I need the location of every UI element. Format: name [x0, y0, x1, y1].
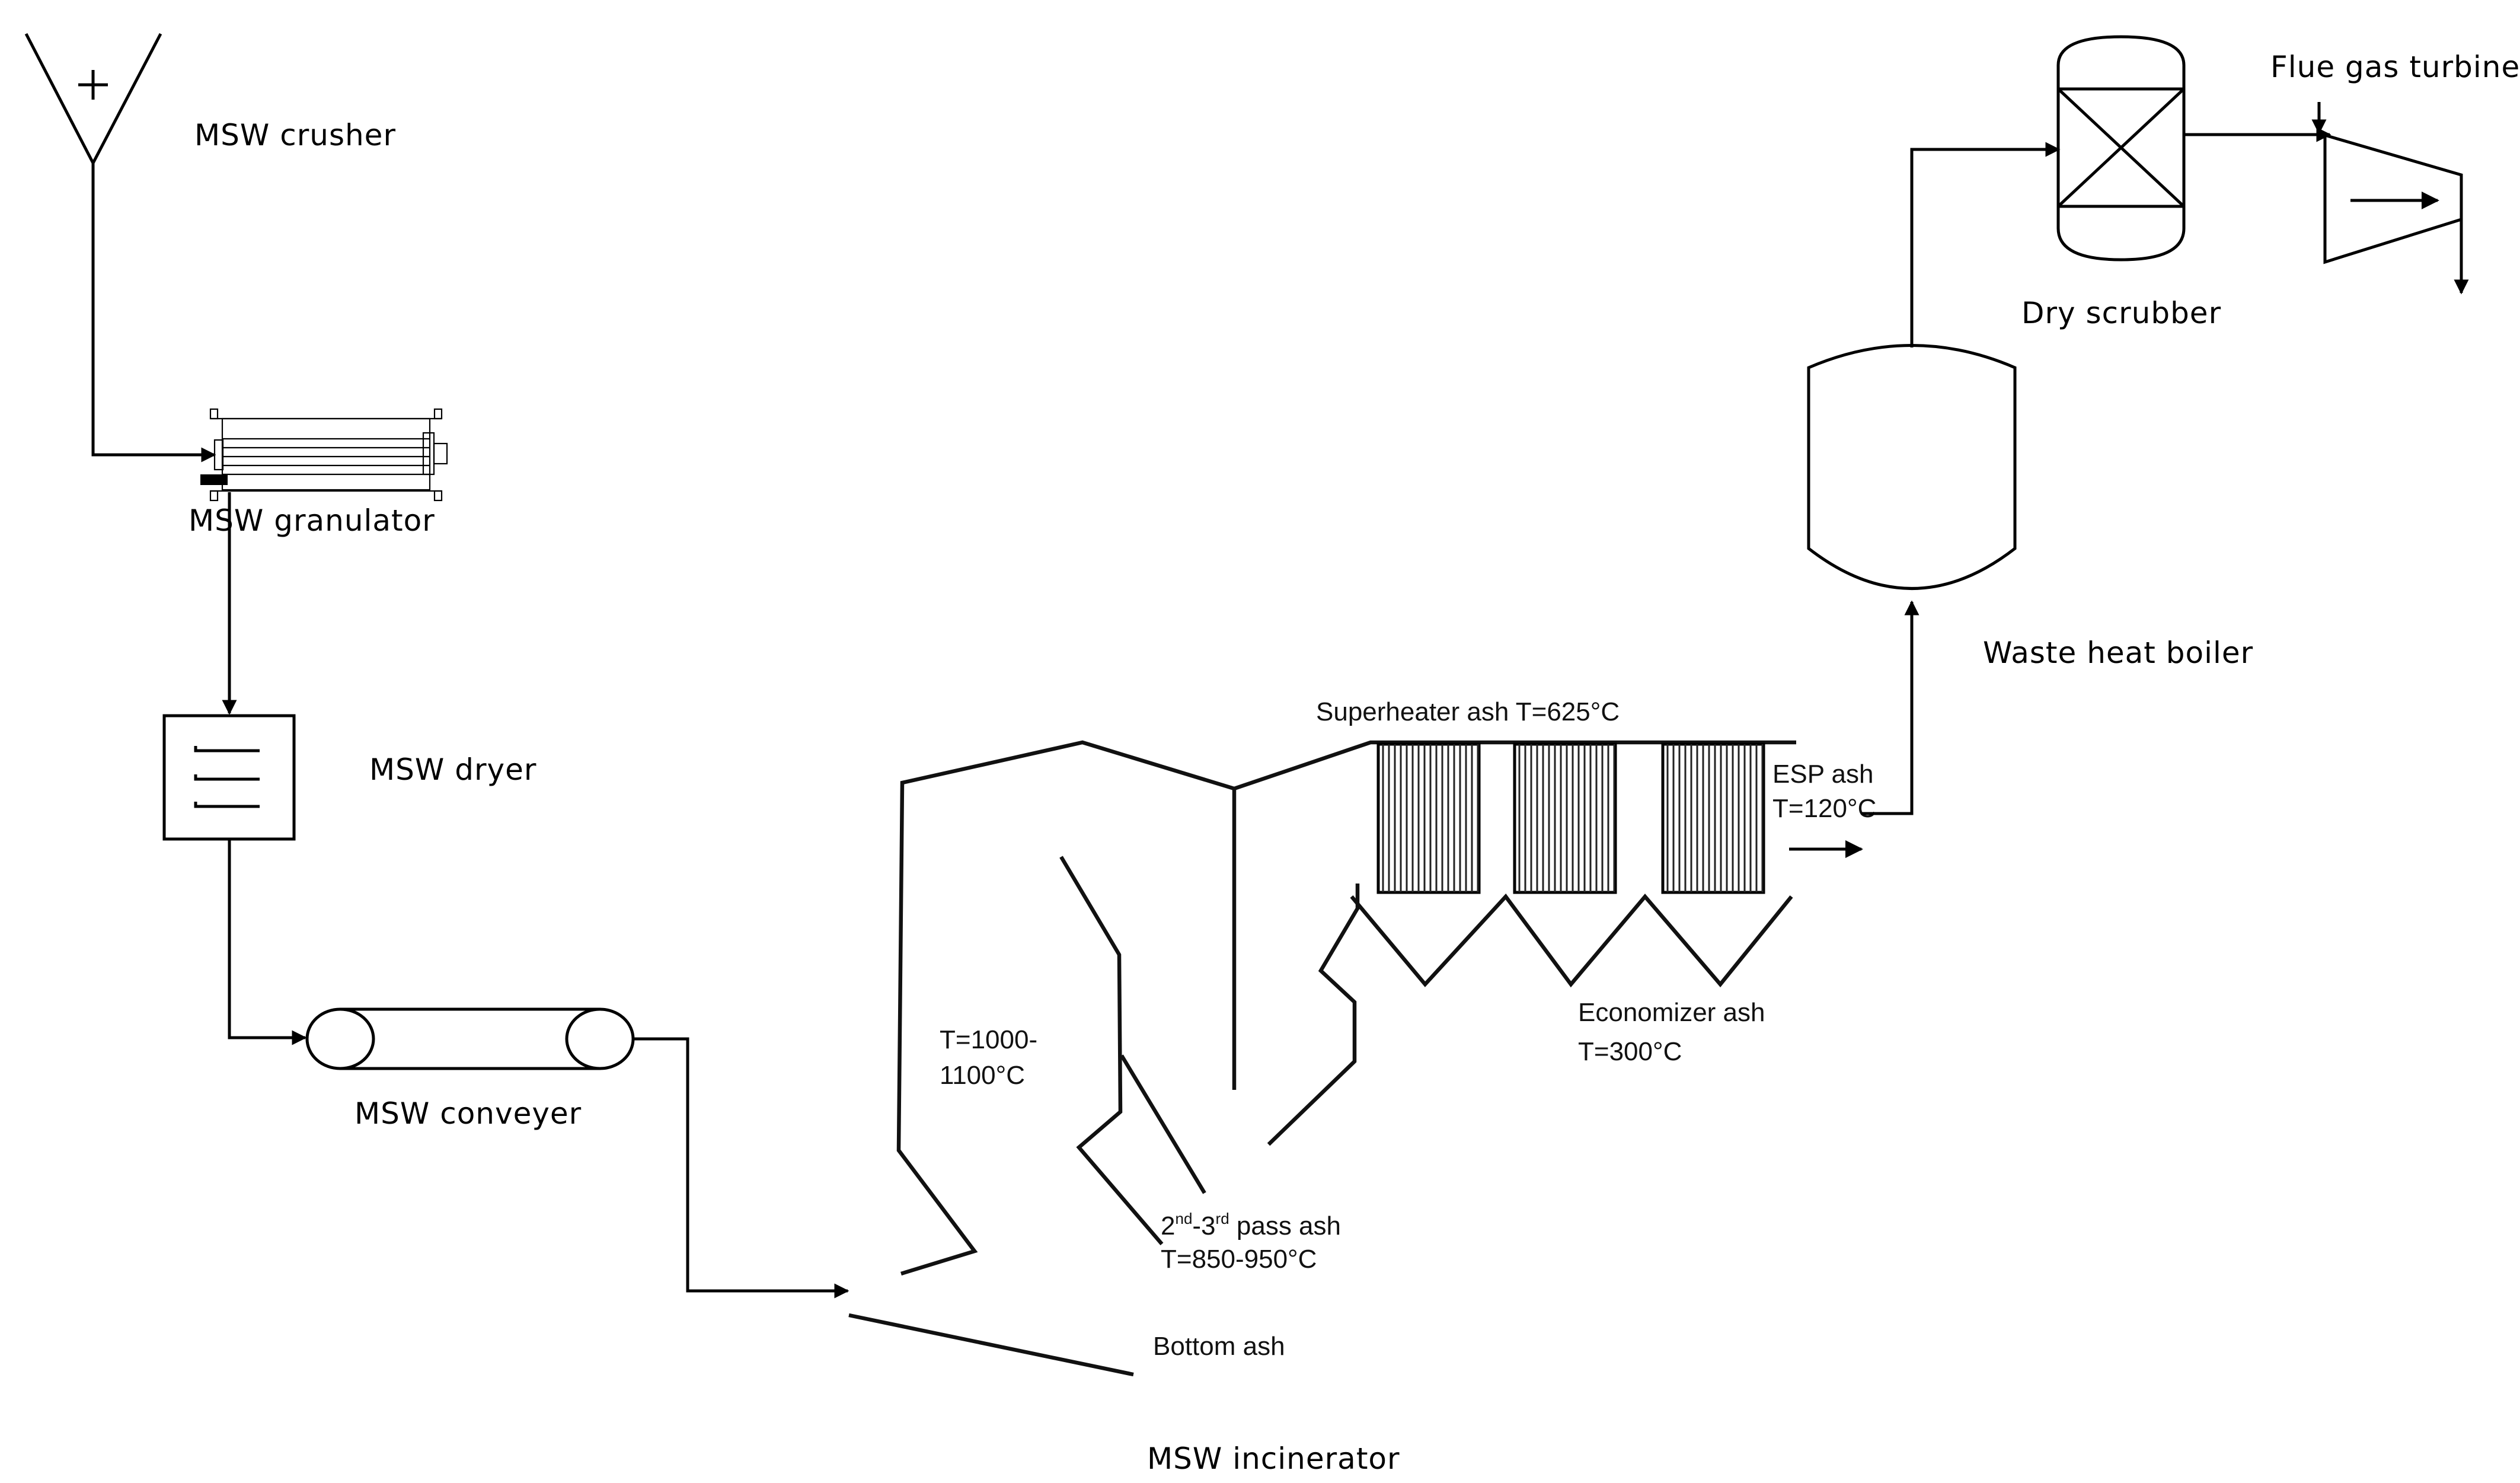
boiler-icon	[1807, 344, 2017, 590]
scrubber-icon	[2056, 35, 2186, 261]
conveyer-label: MSW conveyer	[354, 1096, 582, 1131]
economizer-ash-temp: T=300°C	[1578, 1037, 1682, 1066]
economizer-ash-label: Economizer ash	[1578, 998, 1765, 1027]
bottom-ash-label: Bottom ash	[1153, 1332, 1285, 1361]
flow-conveyer-to-incinerator	[633, 1037, 849, 1299]
furnace-temp-line1: T=1000-	[940, 1025, 1037, 1054]
turbine-label: Flue gas turbine	[2270, 50, 2520, 84]
flow-crusher-to-granulator	[91, 163, 216, 463]
superheater-bank	[1376, 742, 1481, 894]
boiler-label: Waste heat boiler	[1983, 636, 2253, 670]
dryer-icon	[162, 714, 296, 841]
incinerator-icon	[848, 740, 1796, 1377]
esp-ash-label: ESP ash	[1772, 760, 1873, 789]
crusher-icon	[24, 33, 162, 167]
conveyer-icon	[305, 1007, 635, 1070]
crusher-label: MSW crusher	[194, 118, 396, 152]
scrubber-label: Dry scrubber	[2021, 296, 2221, 330]
superheater-ash-label: Superheater ash T=625°C	[1316, 697, 1620, 726]
economizer-bank-2	[1661, 742, 1765, 894]
pass-ash-temp: T=850-950°C	[1161, 1245, 1317, 1274]
turbine-icon	[2311, 102, 2469, 295]
dryer-label: MSW dryer	[369, 752, 536, 787]
pass-ash-rd: rd	[1216, 1210, 1229, 1227]
pass-ash-dash3: -3	[1192, 1211, 1215, 1240]
esp-ash-temp: T=120°C	[1772, 794, 1876, 823]
incinerator-label: MSW incinerator	[1147, 1441, 1400, 1476]
flow-boiler-to-scrubber	[1910, 142, 2061, 347]
economizer-bank-1	[1513, 742, 1617, 894]
granulator-icon	[200, 408, 448, 502]
pass-ash-nd: nd	[1175, 1210, 1192, 1227]
flow-dryer-to-conveyer	[228, 839, 307, 1045]
furnace-temp-line2: 1100°C	[940, 1061, 1025, 1090]
flow-incinerator-to-boiler	[1861, 600, 1919, 815]
pass-ash-2: 2	[1161, 1211, 1175, 1240]
granulator-label: MSW granulator	[189, 503, 435, 538]
pass-ash-label: 2nd-3rd pass ash	[1161, 1210, 1341, 1240]
pass-ash-text: pass ash	[1229, 1211, 1341, 1240]
